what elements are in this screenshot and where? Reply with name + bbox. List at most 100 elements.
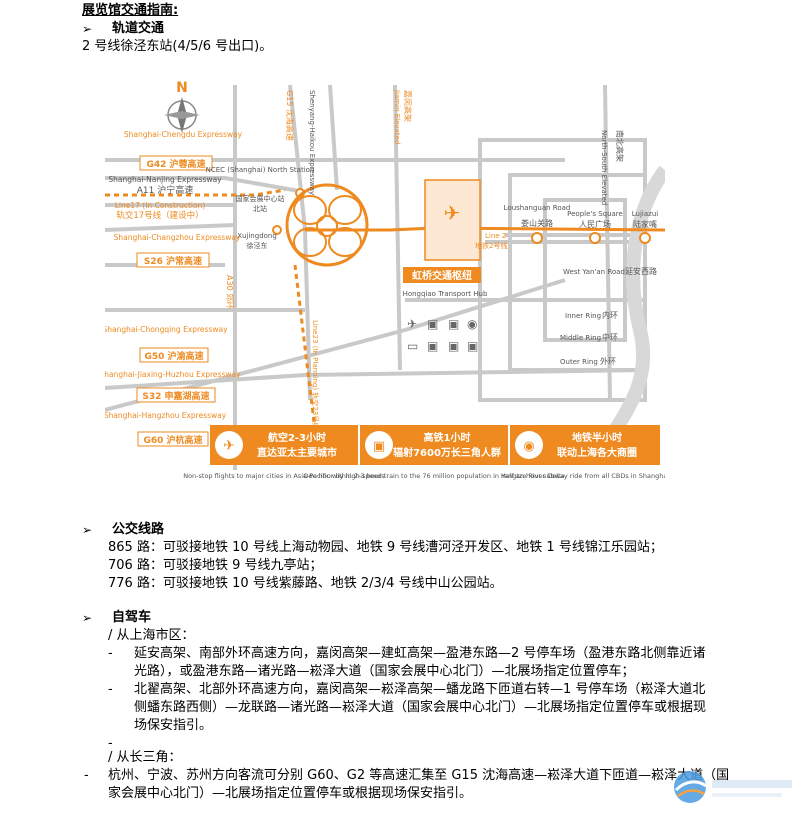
list-dash: - bbox=[108, 736, 113, 751]
s26-en: Shanghai-Changzhou Expressway bbox=[114, 233, 241, 242]
g60-en: Shanghai-Hangzhou Expressway bbox=[105, 411, 227, 420]
ns-cn: 南北高架 bbox=[615, 130, 625, 162]
middle-ring-cn: 中环 bbox=[602, 332, 618, 342]
hub-label-box bbox=[403, 267, 481, 283]
bus-heading: 公交线路 bbox=[112, 522, 165, 537]
exhibition-center-icon bbox=[285, 183, 369, 267]
banner-metro-en: Half an hour subway ride from all CBDs i… bbox=[501, 472, 665, 480]
line2-cn: 地铁2号线 bbox=[475, 241, 507, 250]
g60-cn: G60 沪杭高速 bbox=[143, 434, 202, 446]
ncec-cn2: 北站 bbox=[253, 204, 267, 213]
bullet-icon: ➢ bbox=[82, 611, 93, 625]
peoples-square-station bbox=[589, 232, 601, 244]
banner-flight: ✈ 航空2-3小时 直达亚太主要城市 bbox=[210, 425, 358, 465]
bullet-icon: ➢ bbox=[82, 22, 93, 36]
metro-icon: ◉ bbox=[467, 317, 477, 331]
list-dash: - bbox=[108, 646, 113, 661]
loushanguan-station bbox=[531, 232, 543, 244]
transport-map: N bbox=[105, 70, 665, 500]
watermark-logo bbox=[668, 762, 800, 811]
route-text: 延安高架、南部外环高速方向，嘉闵高架—建虹高架—盈港东路—2 号停车场（盈港东路… bbox=[134, 646, 706, 661]
svg-text:地铁半小时: 地铁半小时 bbox=[572, 431, 622, 444]
lujiazui-station bbox=[639, 232, 651, 244]
compass-icon: N bbox=[164, 80, 200, 133]
plane-icon: ✈ bbox=[407, 317, 417, 331]
shenghai-label: Shenyang-Haikou Expressway bbox=[308, 90, 316, 195]
train-icon: ▣ bbox=[373, 439, 385, 454]
svg-text:联动上海各大商圈: 联动上海各大商圈 bbox=[557, 446, 637, 459]
g15-label: G15 沈海高速 bbox=[285, 90, 295, 141]
jiamin-en: Jiamin Elevated bbox=[393, 89, 401, 144]
outer-ring-cn: 外环 bbox=[600, 356, 616, 366]
banner-train: ▣ 高铁1小时 辐射7600万长三角人群 bbox=[360, 425, 508, 465]
from-city-label: / 从上海市区： bbox=[108, 628, 195, 643]
car-icon: ▭ bbox=[407, 339, 418, 353]
svg-text:辐射7600万长三角人群: 辐射7600万长三角人群 bbox=[393, 446, 501, 459]
line17-en: Line17 (In Construction) bbox=[115, 201, 206, 210]
inner-ring: Inner Ring bbox=[565, 312, 601, 320]
svg-text:直达亚太主要城市: 直达亚太主要城市 bbox=[257, 446, 337, 459]
metro-heading: 轨道交通 bbox=[112, 21, 165, 36]
ncec-en: NCEC (Shanghai) North Station bbox=[206, 166, 315, 174]
svg-text:N: N bbox=[176, 80, 188, 96]
banner-metro: ◉ 地铁半小时 联动上海各大商圈 bbox=[510, 425, 660, 465]
peoples-cn: 人民广场 bbox=[579, 219, 611, 229]
route-text: 北翟高架、北部外环高速方向，嘉闵高架—崧泽高架—蟠龙路下匝道右转—1 号停车场（… bbox=[134, 682, 706, 697]
loushanguan-en: Loushanguan Road bbox=[504, 204, 571, 212]
inner-ring-cn: 内环 bbox=[602, 310, 618, 320]
metro-line-2 bbox=[305, 226, 665, 232]
metro-line-17 bbox=[105, 188, 286, 197]
middle-ring: Middle Ring bbox=[560, 334, 601, 342]
svg-text:高铁1小时: 高铁1小时 bbox=[424, 431, 471, 444]
route-text: 侧蟠东路西侧）—龙联路—诸光路—崧泽大道（国家会展中心北门）—北展场指定位置停车… bbox=[134, 700, 707, 715]
a30-label: A30 郊环 bbox=[225, 275, 235, 309]
a11-en: Shanghai-Nanjing Expressway bbox=[108, 175, 222, 184]
bullet-icon: ➢ bbox=[82, 523, 93, 537]
route-text: 光路），或盈港东路—诸光路—崧泽大道（国家会展中心北门）—北展场指定位置停车； bbox=[134, 664, 635, 679]
metro-icon: ◉ bbox=[523, 439, 534, 454]
line17-cn: 轨交17号线（建设中） bbox=[116, 210, 203, 221]
train-icon: ▣ bbox=[427, 317, 438, 331]
transport-icons: ✈ ▣ ▣ ◉ ▭ ▣ ▣ ▣ bbox=[407, 317, 478, 353]
peoples-en: People's Square bbox=[567, 210, 623, 218]
xujingdong-station bbox=[272, 225, 282, 235]
plane-icon: ✈ bbox=[444, 201, 461, 225]
lujiazui-cn: 陆家嘴 bbox=[633, 219, 657, 229]
page-title: 展览馆交通指南: bbox=[82, 3, 179, 18]
a11-cn: A11 沪宁高速 bbox=[137, 184, 193, 196]
g50-cn: G50 沪渝高速 bbox=[144, 350, 203, 362]
metro-line: 2 号线徐泾东站(4/5/6 号出口)。 bbox=[82, 39, 273, 54]
g42-en: Shanghai-Chengdu Expressway bbox=[124, 130, 243, 139]
banner-flight-en: Non-stop flights to major cities in Asia… bbox=[183, 472, 385, 480]
from-delta-label: / 从长三角： bbox=[108, 750, 182, 765]
lujiazui-en: Lujiazui bbox=[632, 210, 659, 218]
hub-label-cn: 虹桥交通枢纽 bbox=[412, 269, 472, 282]
xujingdong-cn: 徐泾东 bbox=[247, 241, 268, 250]
route-text: 场保安指引。 bbox=[134, 718, 213, 733]
g50-en: Shanghai-Chongqing Expressway bbox=[105, 325, 228, 334]
bus-icon: ▣ bbox=[448, 317, 459, 331]
line2-en: Line 2 bbox=[485, 232, 506, 240]
bus-icon: ▣ bbox=[427, 339, 438, 353]
west-yanan-cn: 延安西路 bbox=[625, 266, 657, 276]
banner-train-en: One hour by high-speed train to the 76 m… bbox=[303, 472, 564, 480]
line23-label: Line23 (In Planning) 轨交23号线（规划中） bbox=[311, 320, 320, 464]
bus-line-776: 776 路：可驳接地铁 10 号线紫藤路、地铁 2/3/4 号线中山公园站。 bbox=[108, 576, 503, 591]
g42-cn: G42 沪蓉高速 bbox=[146, 158, 205, 170]
train-icon: ▣ bbox=[467, 339, 478, 353]
list-dash: - bbox=[108, 682, 113, 697]
bus-icon: ▣ bbox=[448, 339, 459, 353]
s26-cn: S26 沪常高速 bbox=[144, 255, 202, 267]
route-text: 杭州、宁波、苏州方向客流可分别 G60、G2 等高速汇集至 G15 沈海高速—崧… bbox=[108, 768, 730, 783]
route-text: 家会展中心北门）—北展场指定位置停车或根据现场保安指引。 bbox=[108, 786, 473, 801]
west-yanan: West Yan'an Road bbox=[563, 268, 625, 276]
bus-line-865: 865 路：可驳接地铁 10 号线上海动物园、地铁 9 号线漕河泾开发区、地铁 … bbox=[108, 540, 663, 555]
hub-label-en: Hongqiao Transport Hub bbox=[403, 290, 488, 298]
xujingdong-en: Xujingdong bbox=[237, 232, 277, 240]
river bbox=[609, 165, 665, 434]
ncec-cn: 国家会展中心站 bbox=[236, 194, 285, 203]
loushanguan-cn: 娄山关路 bbox=[521, 218, 553, 228]
outer-ring: Outer Ring bbox=[560, 358, 598, 366]
ns-en: North-South Elevated bbox=[600, 130, 608, 205]
hub-building bbox=[424, 179, 481, 261]
